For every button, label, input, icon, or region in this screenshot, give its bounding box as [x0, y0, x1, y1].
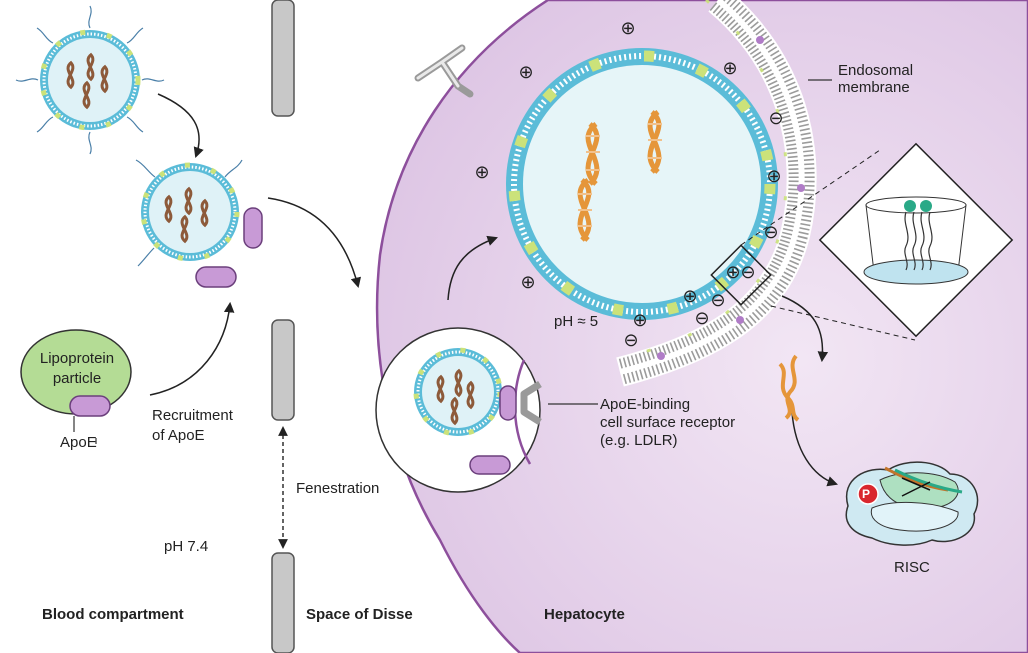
receptor-uptake-zoom [375, 327, 542, 493]
charge-plus: ⊕ [632, 310, 647, 330]
lipoprotein-apoe [69, 395, 111, 417]
label-blood-compartment: Blood compartment [42, 606, 184, 623]
released-sirna [778, 354, 800, 422]
label-endosomal-membrane: Endosomal membrane [838, 62, 914, 96]
arrow-sirna-release [781, 295, 829, 363]
charge-minus: ⊖ [768, 108, 783, 128]
charge-minus: ⊖ [694, 308, 709, 328]
fenestra-bar-bottom [271, 552, 295, 653]
label-hepatocyte: Hepatocyte [544, 606, 625, 623]
arrow-apoe-recruitment [149, 301, 235, 396]
membrane-zoom-box [710, 244, 772, 306]
risc-badge-text: P [862, 487, 871, 501]
charge-plus: ⊕ [725, 262, 740, 282]
apoe-bound-1 [243, 207, 263, 249]
lnp-pegylated [15, 5, 165, 155]
charge-minus: ⊖ [710, 290, 725, 310]
label-apoe-receptor: ApoE-binding cell surface receptor (e.g.… [600, 396, 736, 449]
charge-minus: ⊖ [763, 222, 778, 242]
fenestra-bar-top [271, 0, 295, 117]
lnp-apoe-bound [135, 159, 243, 267]
fenestra-bar-middle [271, 319, 295, 421]
charge-plus: ⊕ [520, 272, 535, 292]
charge-plus: ⊕ [766, 166, 781, 186]
label-fenestration: Fenestration [296, 480, 380, 497]
label-recruitment: Recruitment of ApoE [152, 407, 233, 444]
label-ph-blood: pH 7.4 [164, 538, 209, 555]
charge-plus: ⊕ [682, 286, 697, 306]
lnp-endosome [506, 48, 778, 320]
charge-plus: ⊕ [722, 58, 737, 78]
risc-complex [845, 461, 979, 546]
charge-plus: ⊕ [474, 162, 489, 182]
charge-plus: ⊕ [518, 62, 533, 82]
ldl-receptor [520, 381, 542, 425]
membrane-inset [818, 142, 1014, 338]
label-apoe: ApoE [60, 434, 97, 451]
label-space-of-disse: Space of Disse [306, 606, 413, 623]
label-risc: RISC [894, 559, 930, 576]
apoe-bound-2 [195, 266, 237, 288]
surface-charges: ⊕ ⊕ ⊕ ⊕ ⊕ ⊕ ⊕ ⊕ ⊕ ⊖ ⊖ ⊖ ⊖ ⊖ ⊖ [474, 18, 783, 350]
charge-plus: ⊕ [620, 18, 635, 38]
arrow-peg-shedding [157, 93, 204, 158]
charge-minus: ⊖ [740, 262, 755, 282]
arrow-endocytosis [447, 235, 498, 301]
label-ph-endosome: pH ≈ 5 [554, 313, 599, 330]
apoe-on-receptor [499, 385, 517, 421]
charge-minus: ⊖ [623, 330, 638, 350]
endosomal-membrane [614, 0, 817, 387]
label-lipoprotein-particle: Lipoprotein particle [39, 350, 115, 387]
risc-phosphate-badge [857, 483, 879, 505]
arrow-to-risc [791, 411, 838, 487]
arrow-to-disse [267, 197, 362, 289]
apoe-free [469, 455, 511, 475]
